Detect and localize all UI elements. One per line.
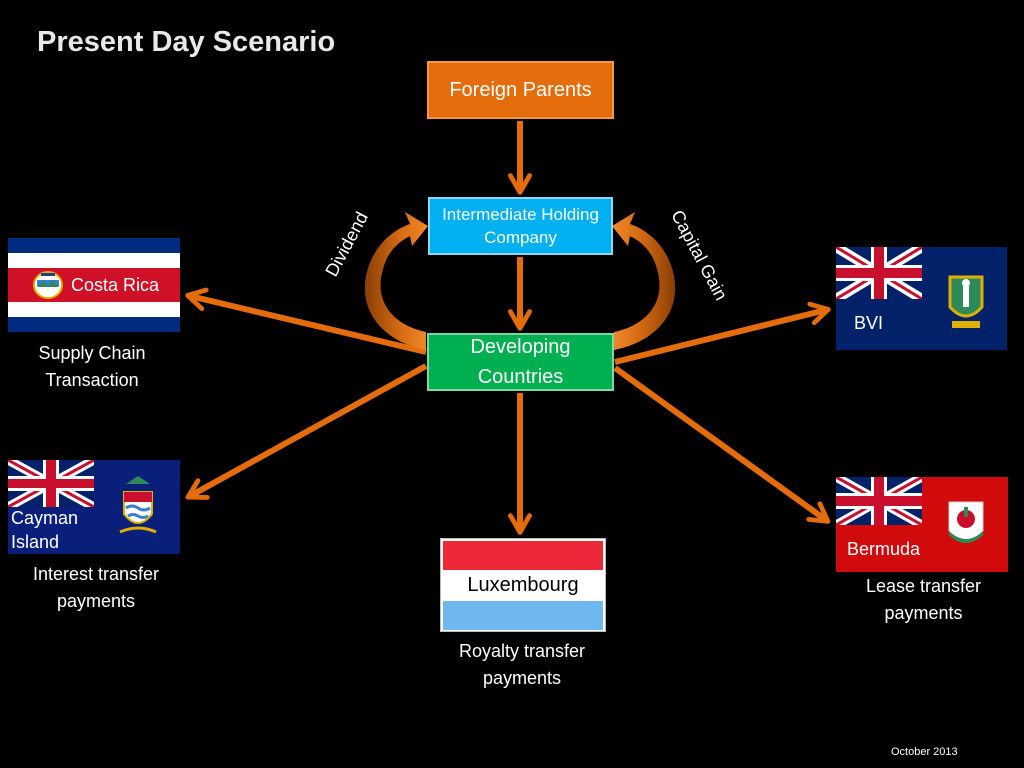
flag-bvi: BVI bbox=[836, 247, 1007, 350]
dividend-loop-arrow bbox=[364, 212, 428, 350]
flag-label-costa-rica: Costa Rica bbox=[71, 275, 160, 295]
footer-date: October 2013 bbox=[891, 746, 958, 758]
bermuda-coat-of-arms-icon bbox=[948, 501, 984, 543]
flag-costa-rica: Costa Rica bbox=[8, 238, 180, 332]
flag-label-bermuda: Bermuda bbox=[847, 539, 921, 559]
arrow-to-bvi bbox=[614, 301, 831, 365]
page-title: Present Day Scenario bbox=[37, 26, 336, 58]
flag-label-luxembourg: Luxembourg bbox=[467, 574, 579, 596]
caption-bermuda: Lease transfer payments bbox=[865, 576, 982, 623]
costa-rica-coat-of-arms-icon bbox=[33, 271, 63, 299]
arrow-to-costa-rica bbox=[185, 287, 427, 355]
flag-label-bvi: BVI bbox=[854, 313, 884, 333]
node-intermediate-holding-company: Intermediate Holding Company bbox=[428, 197, 613, 255]
cayman-coat-of-arms-icon bbox=[119, 476, 157, 534]
caption-luxembourg: Royalty transfer payments bbox=[458, 641, 586, 688]
node-foreign-parents: Foreign Parents bbox=[427, 61, 614, 119]
arrow-to-bermuda bbox=[613, 365, 831, 524]
capital-gain-label: Capital Gain bbox=[667, 207, 731, 304]
flag-bermuda: Bermuda bbox=[836, 477, 1008, 572]
flag-label-cayman-island: Cayman Island bbox=[11, 508, 79, 552]
union-jack-icon bbox=[836, 477, 922, 525]
flag-cayman-island: Cayman Island bbox=[8, 460, 180, 554]
node-developing-countries: Developing Countries bbox=[427, 333, 614, 391]
bvi-coat-of-arms-icon bbox=[948, 275, 984, 328]
union-jack-icon bbox=[8, 460, 94, 507]
flag-luxembourg: Luxembourg bbox=[440, 538, 606, 632]
capital-gain-loop-arrow bbox=[612, 212, 676, 350]
caption-costa-rica: Supply Chain Transaction bbox=[38, 343, 146, 390]
union-jack-icon bbox=[836, 247, 922, 299]
arrow-to-cayman bbox=[185, 363, 428, 500]
caption-cayman-island: Interest transfer payments bbox=[32, 564, 160, 611]
dividend-label: Dividend bbox=[321, 209, 372, 280]
